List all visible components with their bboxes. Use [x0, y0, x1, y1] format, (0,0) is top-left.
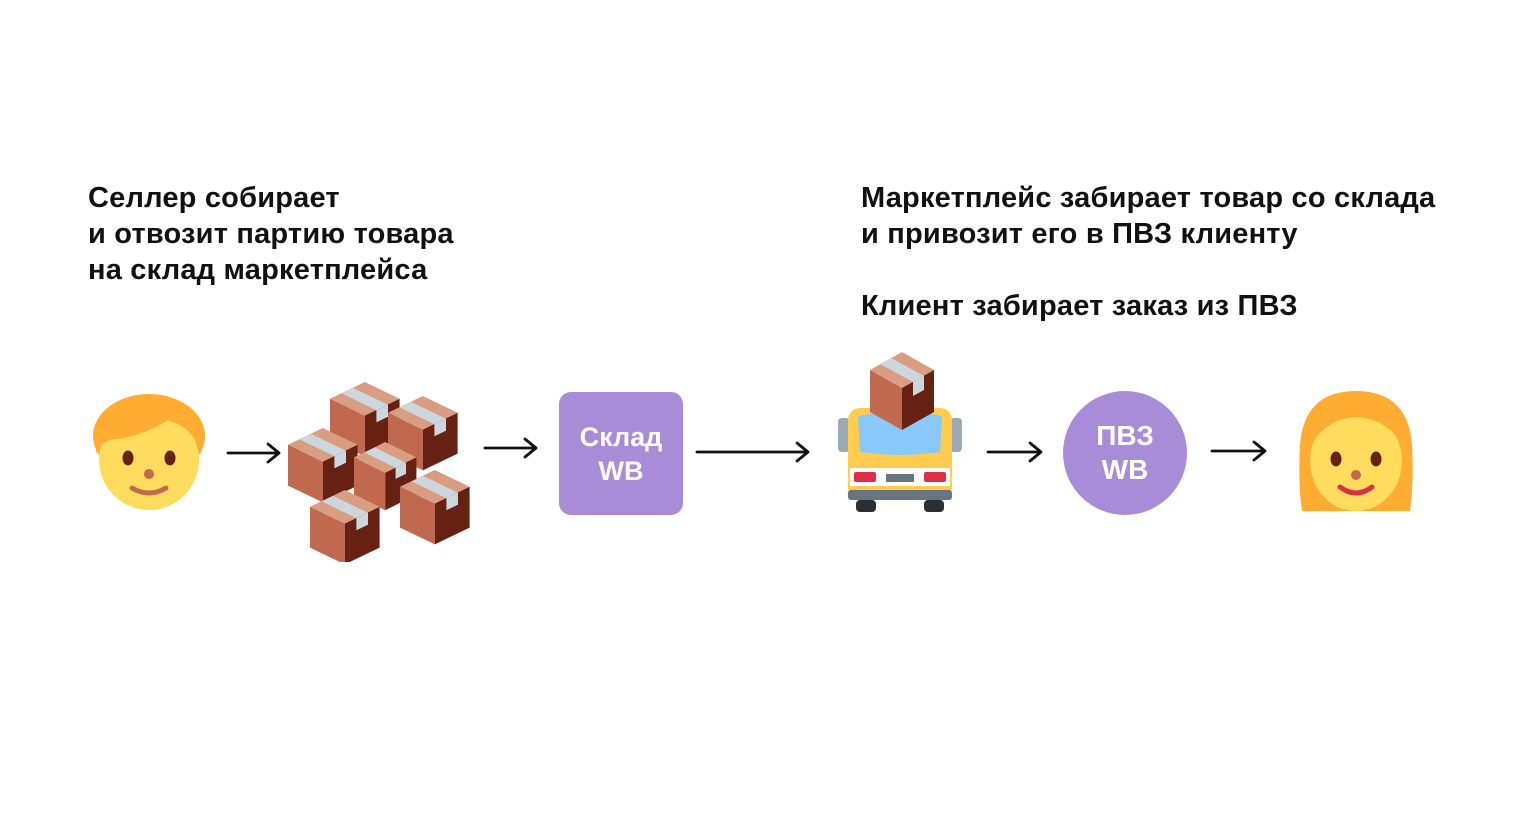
person-icon: [93, 394, 205, 510]
arrow-icon: [986, 441, 1043, 463]
arrow-icon: [226, 442, 281, 464]
truck-icon: [838, 352, 962, 512]
woman-icon: [1299, 391, 1413, 511]
arrow-icon: [695, 441, 810, 463]
caption-seller-line-2: и отвозит партию товара: [88, 218, 454, 250]
warehouse-brand: WB: [598, 455, 644, 486]
caption-marketplace-line-2: и привозит его в ПВЗ клиенту: [861, 218, 1298, 250]
caption-marketplace: Маркетплейс забирает товар со склада и п…: [861, 180, 1435, 252]
caption-seller-line-3: на склад маркетплейса: [88, 254, 428, 286]
arrow-icon: [483, 437, 538, 459]
caption-client: Клиент забирает заказ из ПВЗ: [861, 288, 1298, 324]
caption-client-line-1: Клиент забирает заказ из ПВЗ: [861, 290, 1298, 322]
warehouse-label: Склад: [579, 421, 663, 452]
caption-seller-line-1: Селлер собирает: [88, 182, 340, 214]
boxes-icon: [288, 382, 470, 562]
warehouse-wb: Склад WB: [559, 392, 683, 515]
pickup-point-wb: ПВЗ WB: [1063, 391, 1187, 515]
arrow-icon: [1210, 440, 1267, 462]
pickup-point-brand: WB: [1101, 454, 1149, 485]
pickup-point-label: ПВЗ: [1096, 420, 1154, 451]
caption-marketplace-line-1: Маркетплейс забирает товар со склада: [861, 182, 1436, 214]
caption-seller: Селлер собирает и отвозит партию товара …: [88, 180, 454, 288]
